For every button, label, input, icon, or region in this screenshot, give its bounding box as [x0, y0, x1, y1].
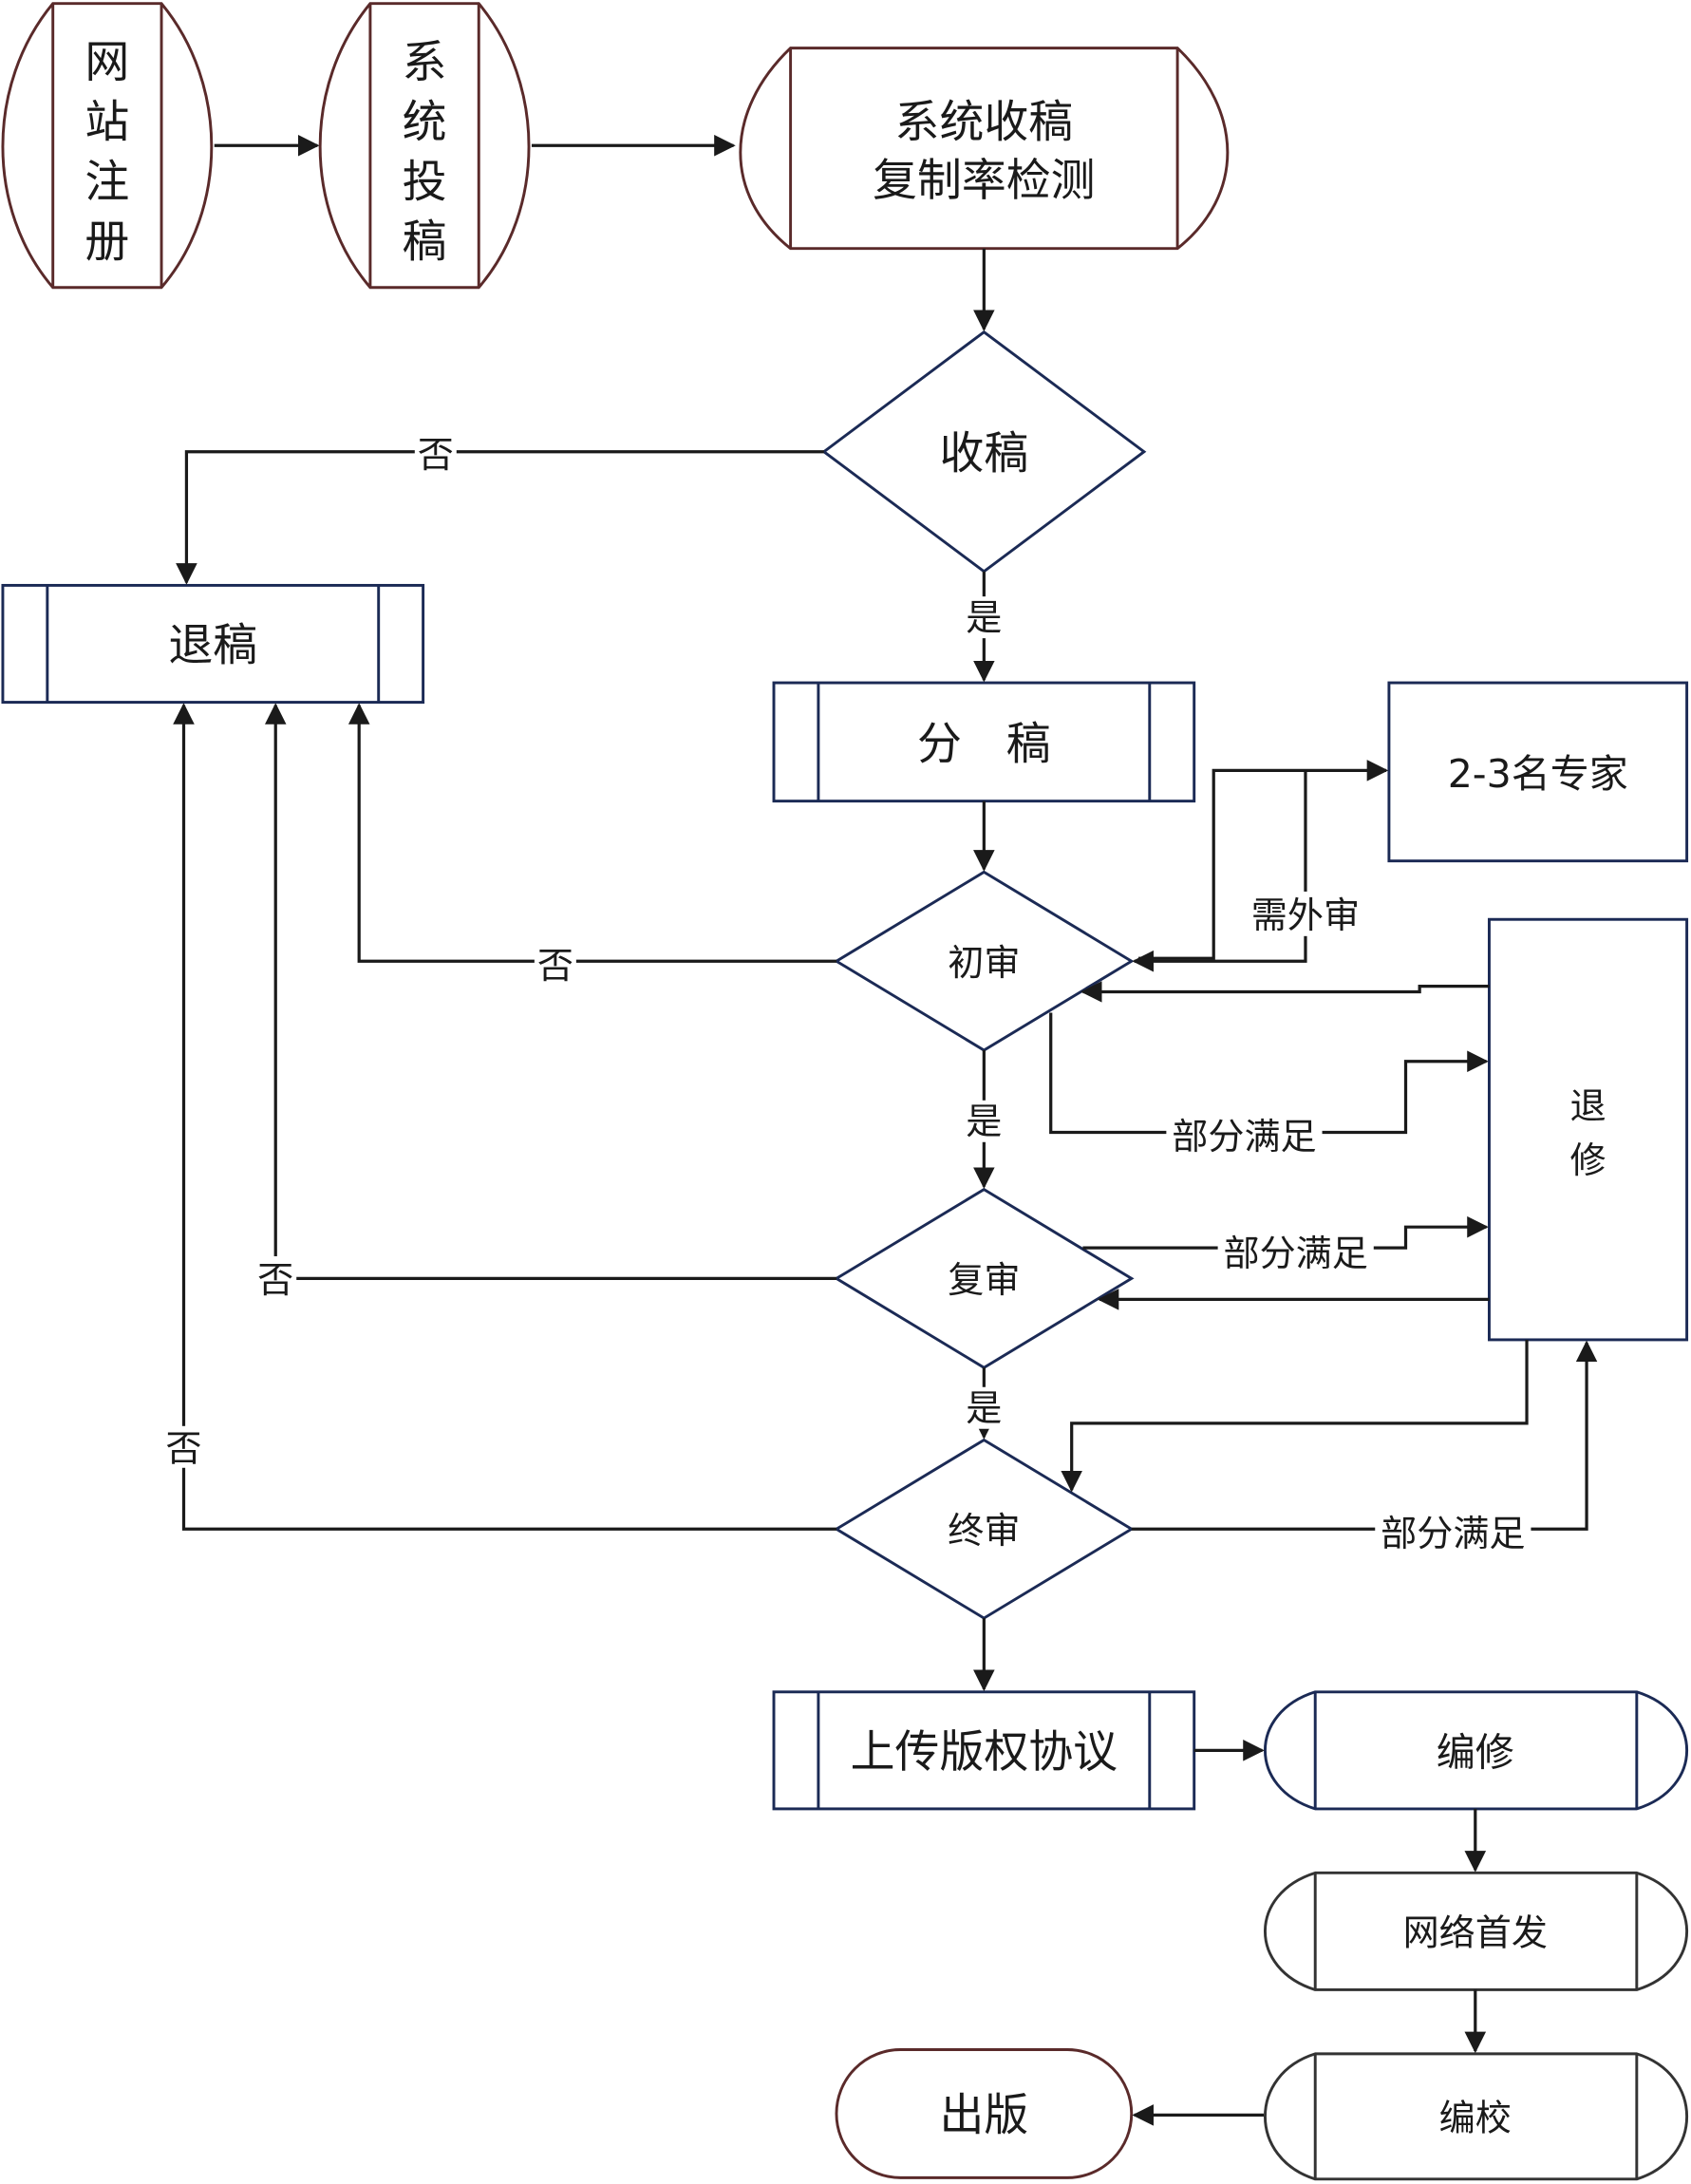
node-receive-check: 系统收稿 复制率检测: [739, 47, 1230, 251]
edge-final-partial-revise: [1131, 1340, 1598, 1531]
label-second-yes: 是: [966, 1387, 1002, 1429]
edge-first-experts: [1138, 760, 1389, 960]
revise-char-2: 修: [1569, 1139, 1606, 1181]
label-second-partial: 部分满足: [1223, 1233, 1367, 1274]
submit-char-3: 投: [403, 156, 447, 208]
node-first-review: 初审: [834, 870, 1135, 1052]
node-reject: 退稿: [1, 583, 425, 705]
submit-char-4: 稿: [403, 216, 447, 268]
register-char-1: 网: [85, 36, 129, 88]
edit-revise-label: 编修: [1437, 1729, 1514, 1775]
node-revise: 退 修: [1487, 917, 1689, 1342]
node-final-review: 终审: [834, 1438, 1135, 1620]
node-copyright: 上传版权协议: [772, 1690, 1196, 1811]
accept-decision-label: 收稿: [939, 427, 1028, 480]
label-first-partial: 部分满足: [1172, 1116, 1316, 1158]
assign-label: 分 稿: [917, 719, 1051, 771]
register-char-4: 册: [85, 216, 129, 268]
node-experts: 2-3名专家: [1387, 681, 1689, 863]
node-second-review: 复审: [834, 1187, 1135, 1369]
publish-label: 出版: [939, 2090, 1028, 2142]
node-register: 网 站 注 册: [1, 2, 214, 290]
node-online-first: 网络首发: [1263, 1871, 1689, 1991]
proofread-label: 编校: [1439, 2098, 1512, 2139]
submit-char-2: 统: [403, 96, 447, 148]
reject-label: 退稿: [168, 620, 257, 672]
submit-char-1: 系: [403, 36, 447, 88]
label-accept-no: 否: [418, 434, 454, 476]
edge-labels: 否 是 需外审 否 部分满足 是 否 部分满足 是 否 部分满足: [162, 432, 1531, 1554]
experts-label: 2-3名专家: [1448, 751, 1628, 797]
label-final-no: 否: [165, 1427, 201, 1469]
receive-check-line-1: 系统收稿: [895, 96, 1074, 148]
label-second-no: 否: [257, 1259, 293, 1301]
edge-revise-final: [1061, 1339, 1529, 1493]
edge-accept-no-reject: [176, 450, 824, 585]
edge-experts-first: [1132, 770, 1307, 972]
label-external-review: 需外审: [1251, 894, 1360, 936]
edges: [173, 134, 1598, 2126]
online-first-label: 网络首发: [1403, 1912, 1548, 1954]
copyright-label: 上传版权协议: [851, 1726, 1118, 1779]
node-edit-revise: 编修: [1263, 1690, 1689, 1811]
receive-check-line-2: 复制率检测: [873, 155, 1095, 207]
edge-first-no-reject: [348, 703, 836, 963]
register-char-2: 站: [85, 96, 129, 148]
label-first-yes: 是: [966, 1101, 1002, 1142]
final-review-label: 终审: [948, 1510, 1020, 1552]
node-publish: 出版: [835, 2048, 1134, 2179]
label-final-partial: 部分满足: [1381, 1513, 1525, 1554]
node-submit: 系 统 投 稿: [318, 2, 531, 290]
revise-char-1: 退: [1569, 1085, 1606, 1127]
node-proofread: 编校: [1263, 2052, 1689, 2181]
label-first-no: 否: [537, 945, 573, 987]
label-accept-yes: 是: [966, 596, 1002, 638]
second-review-label: 复审: [948, 1259, 1020, 1301]
first-review-label: 初审: [948, 942, 1020, 984]
node-assign: 分 稿: [772, 681, 1196, 803]
edge-first-partial-revise: [1049, 1012, 1489, 1135]
node-accept-decision: 收稿: [821, 329, 1147, 574]
edge-revise-first: [1080, 981, 1490, 1003]
edge-final-no-reject: [173, 703, 836, 1531]
register-char-3: 注: [85, 156, 129, 208]
